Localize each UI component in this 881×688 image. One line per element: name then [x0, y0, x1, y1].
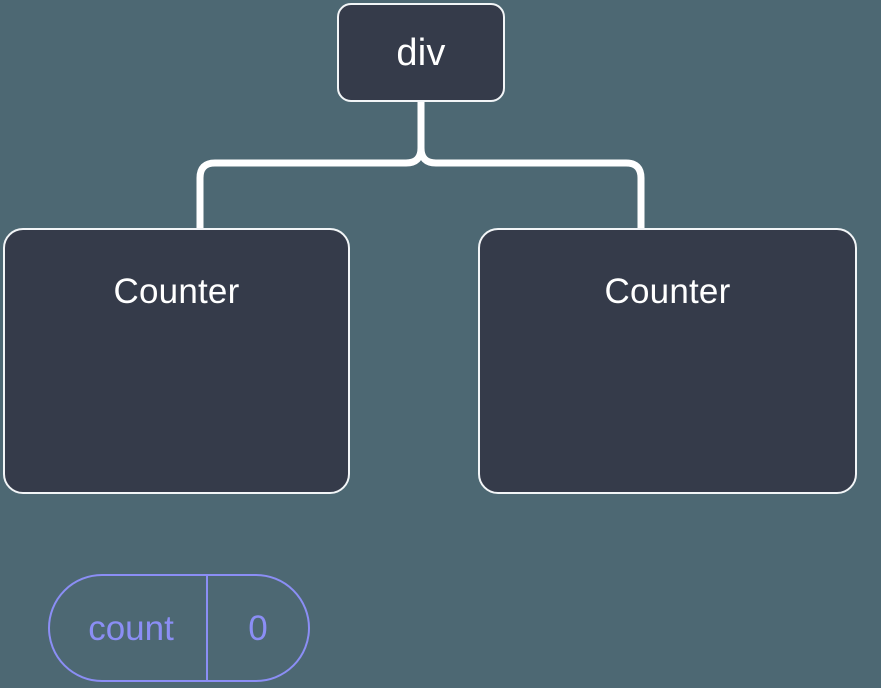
node-div-label: div [396, 31, 446, 74]
node-counter-right[interactable]: Counter count 1 [478, 228, 857, 494]
node-counter-left-label: Counter [113, 272, 240, 311]
node-counter-right-label: Counter [604, 272, 731, 311]
state-value-left: 0 [248, 608, 268, 648]
edge-root-to-children [196, 96, 645, 236]
node-counter-left[interactable]: Counter count 0 [3, 228, 350, 682]
state-key-left: count [50, 576, 208, 680]
diagram-canvas: div Counter count 0 Counter count 1 [3, 3, 857, 682]
node-div[interactable]: div [337, 3, 505, 102]
state-pill-left[interactable]: count 0 [48, 574, 310, 682]
